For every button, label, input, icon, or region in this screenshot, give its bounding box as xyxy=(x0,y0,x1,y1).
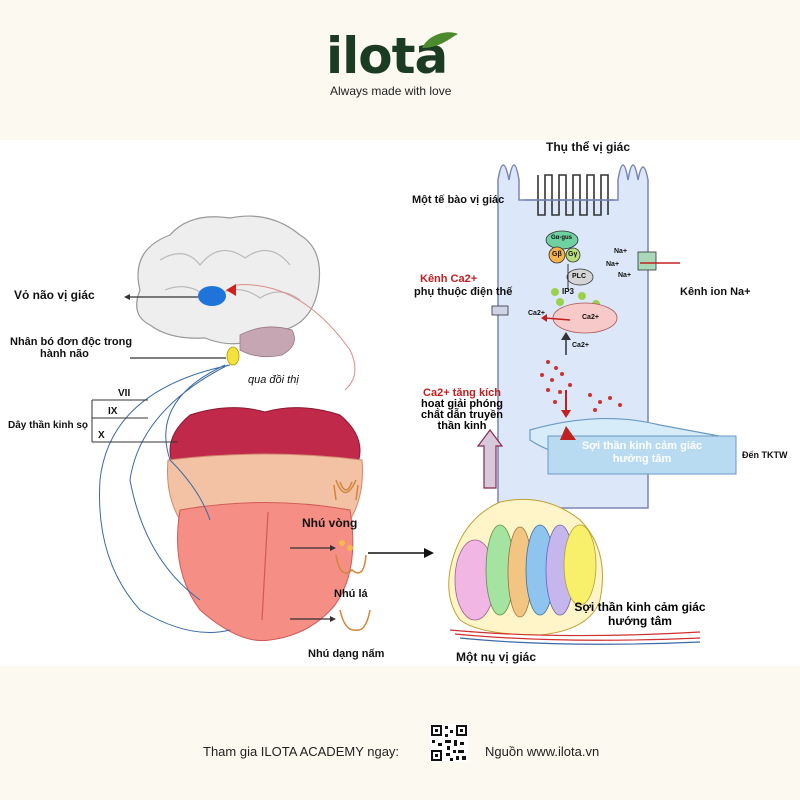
sensory-fiber-bottom-line-1: Sợi thần kinh cảm giác xyxy=(574,600,706,614)
tongue-papillae-area xyxy=(167,453,363,521)
g-gamma xyxy=(565,247,581,263)
tongue-back xyxy=(169,407,361,471)
plc-enzyme xyxy=(566,268,594,286)
sensory-fiber-top-line-1: Sợi thần kinh cảm giác xyxy=(581,440,703,452)
gustatory-cortex-blob xyxy=(198,286,226,306)
signal-up-arrow xyxy=(476,429,504,489)
leaf-icon xyxy=(422,32,458,48)
label-nerve-ix: IX xyxy=(108,406,118,417)
na-channel xyxy=(637,251,657,271)
label-ca-channel: Kênh Ca2+ xyxy=(420,273,478,285)
mol-gb: Gβ xyxy=(552,251,562,258)
label-via-thalamus: qua đồi thị xyxy=(248,374,299,386)
sensory-fiber-bottom-line-2: hướng tâm xyxy=(608,614,672,628)
mol-ca-b: Ca2+ xyxy=(582,314,599,321)
sensory-fiber-top-line-2: hướng tâm xyxy=(612,453,672,465)
cranial-nerve-lines xyxy=(99,364,231,633)
ca-release-line-4: thần kinh xyxy=(437,420,487,432)
receptor-protein xyxy=(537,174,609,216)
label-nts-2: hành não xyxy=(40,348,89,360)
sensory-fiber-bottom xyxy=(449,629,701,641)
nts-nucleus xyxy=(226,346,240,366)
label-sensory-fiber-top: Sợi thần kinh cảm giác hướng tâm xyxy=(552,440,732,466)
mol-ca-a: Ca2+ xyxy=(528,310,545,317)
label-taste-receptor: Thụ thể vị giác xyxy=(546,140,631,154)
label-ca-channel-voltage: phụ thuộc điện thế xyxy=(414,286,513,298)
label-nts-1: Nhân bó đơn độc trong xyxy=(10,336,133,348)
brain xyxy=(136,215,321,345)
mol-ip3: IP3 xyxy=(562,287,575,296)
foliate-papilla xyxy=(335,554,367,574)
g-beta xyxy=(548,246,566,264)
fungiform-papilla xyxy=(339,609,371,631)
label-sensory-fiber-bottom: Sợi thần kinh cảm giác hướng tâm xyxy=(560,600,720,628)
calcium-vesicle-dots xyxy=(540,360,622,412)
cerebellum xyxy=(239,326,295,358)
label-foliate: Nhú lá xyxy=(334,588,368,600)
header: ilota Always made with love xyxy=(0,0,800,140)
label-fungiform: Nhú dạng nấm xyxy=(308,648,385,660)
label-to-cns: Đến TKTW xyxy=(742,450,788,460)
tagline: Always made with love xyxy=(330,84,452,98)
mol-gy: Gγ xyxy=(568,251,578,258)
source-text: Nguồn www.ilota.vn xyxy=(485,744,600,759)
mol-na-3: Na+ xyxy=(618,272,632,279)
label-cranial-nerves: Dây thần kinh sọ xyxy=(8,420,89,431)
label-circumvallate: Nhú vòng xyxy=(302,516,358,530)
label-na-channel: Kênh ion Na+ xyxy=(680,286,751,298)
taste-diagram: Thụ thể vị giác Một tế bào vị giác Kênh … xyxy=(0,140,800,666)
footer: Tham gia ILOTA ACADEMY ngay: Nguồn www.i… xyxy=(0,666,800,800)
diagram-art xyxy=(91,164,737,645)
circumvallate-papilla xyxy=(333,479,359,501)
mol-na-1: Na+ xyxy=(614,248,628,255)
mol-na-2: Na+ xyxy=(606,261,620,268)
label-gustatory-cortex: Vỏ não vị giác xyxy=(14,288,95,302)
mol-ga-gus: Gα-gus xyxy=(551,235,573,241)
ca-release-line-2: hoạt giải phóng xyxy=(421,398,503,410)
qr-code-icon[interactable] xyxy=(430,724,468,762)
thalamus-marker xyxy=(226,284,236,296)
mol-ca-c: Ca2+ xyxy=(572,342,589,349)
ca-release-line-3: chất dẫn truyền xyxy=(421,409,503,421)
label-taste-bud: Một nụ vị giác xyxy=(456,650,537,664)
label-nerve-x: X xyxy=(98,430,105,441)
label-taste-cell: Một tế bào vị giác xyxy=(412,194,505,206)
label-ca-release: Ca2+ tăng kích hoạt giải phóng chất dẫn … xyxy=(412,388,512,432)
brand-logo: ilota xyxy=(326,27,448,85)
mol-plc: PLC xyxy=(572,273,586,280)
sensory-fiber-top xyxy=(547,435,737,475)
ca-channel xyxy=(491,305,509,316)
academy-cta: Tham gia ILOTA ACADEMY ngay: xyxy=(203,744,400,759)
ca-release-line-1: Ca2+ tăng kích xyxy=(423,387,501,399)
label-nerve-vii: VII xyxy=(118,388,131,399)
